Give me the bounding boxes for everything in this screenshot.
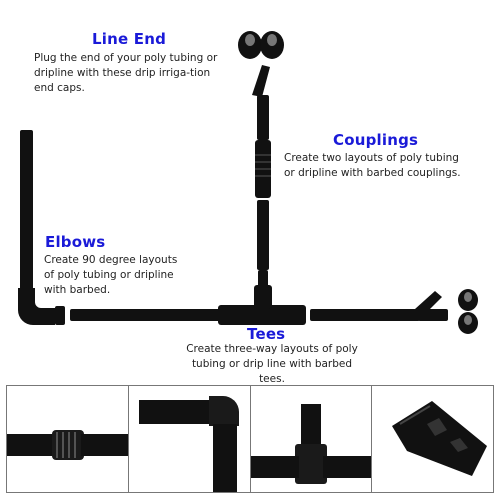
couplings-title: Couplings [333, 131, 419, 149]
thumbnail-strip [6, 385, 494, 493]
tee-vertical-tube [257, 200, 269, 270]
line-end-desc-line: dripline with these drip irriga-tion [34, 67, 211, 79]
tees-desc-line: Create three-way layouts of poly [186, 343, 358, 355]
tees-desc-line: tubing or drip line with barbed [191, 358, 353, 370]
tee-barb-up [258, 270, 268, 288]
tee-fitting-body [218, 305, 306, 325]
couplings-desc-line: or dripline with barbed couplings. [284, 167, 461, 179]
end-cap-thumb-icon [392, 401, 488, 476]
tees-description: Create three-way layouts of poly tubing … [182, 342, 362, 387]
line-end-desc-line: end caps. [34, 82, 85, 94]
line-end-desc-line: Plug the end of your poly tubing or [34, 52, 218, 64]
line-end-description: Plug the end of your poly tubing or drip… [34, 51, 217, 96]
elbows-desc-line: Create 90 degree layouts [44, 254, 178, 266]
elbow-thumb-icon [138, 396, 239, 492]
tee-fitting-stem [254, 285, 272, 309]
line-end-tube [252, 65, 270, 97]
elbows-desc-line: with barbed. [44, 284, 111, 296]
elbows-description: Create 90 degree layouts of poly tubing … [44, 253, 177, 298]
coupling-upper-tube [257, 95, 269, 140]
main-line-left [70, 309, 220, 321]
elbows-title: Elbows [45, 233, 106, 251]
elbows-desc-line: of poly tubing or dripline [44, 269, 174, 281]
line-end-title: Line End [92, 30, 167, 48]
elbow-fitting [18, 288, 55, 325]
tees-title: Tees [247, 325, 286, 343]
thumbnail-coupling[interactable] [7, 386, 129, 492]
coupling-thumb-icon [7, 430, 128, 460]
couplings-desc-line: Create two layouts of poly tubing [284, 152, 459, 164]
tubing-illustration [18, 31, 478, 334]
thumbnail-end-cap[interactable] [372, 386, 493, 492]
tee-thumb-icon [250, 404, 372, 484]
thumbnail-elbow[interactable] [129, 386, 251, 492]
elbow-barb [55, 306, 65, 325]
tees-desc-line: tees. [259, 373, 285, 385]
main-line-right [310, 309, 420, 321]
main-line-end [418, 309, 448, 321]
elbow-vertical-tube [20, 130, 33, 290]
couplings-description: Create two layouts of poly tubing or dri… [284, 151, 461, 181]
thumbnail-tee[interactable] [250, 386, 373, 492]
